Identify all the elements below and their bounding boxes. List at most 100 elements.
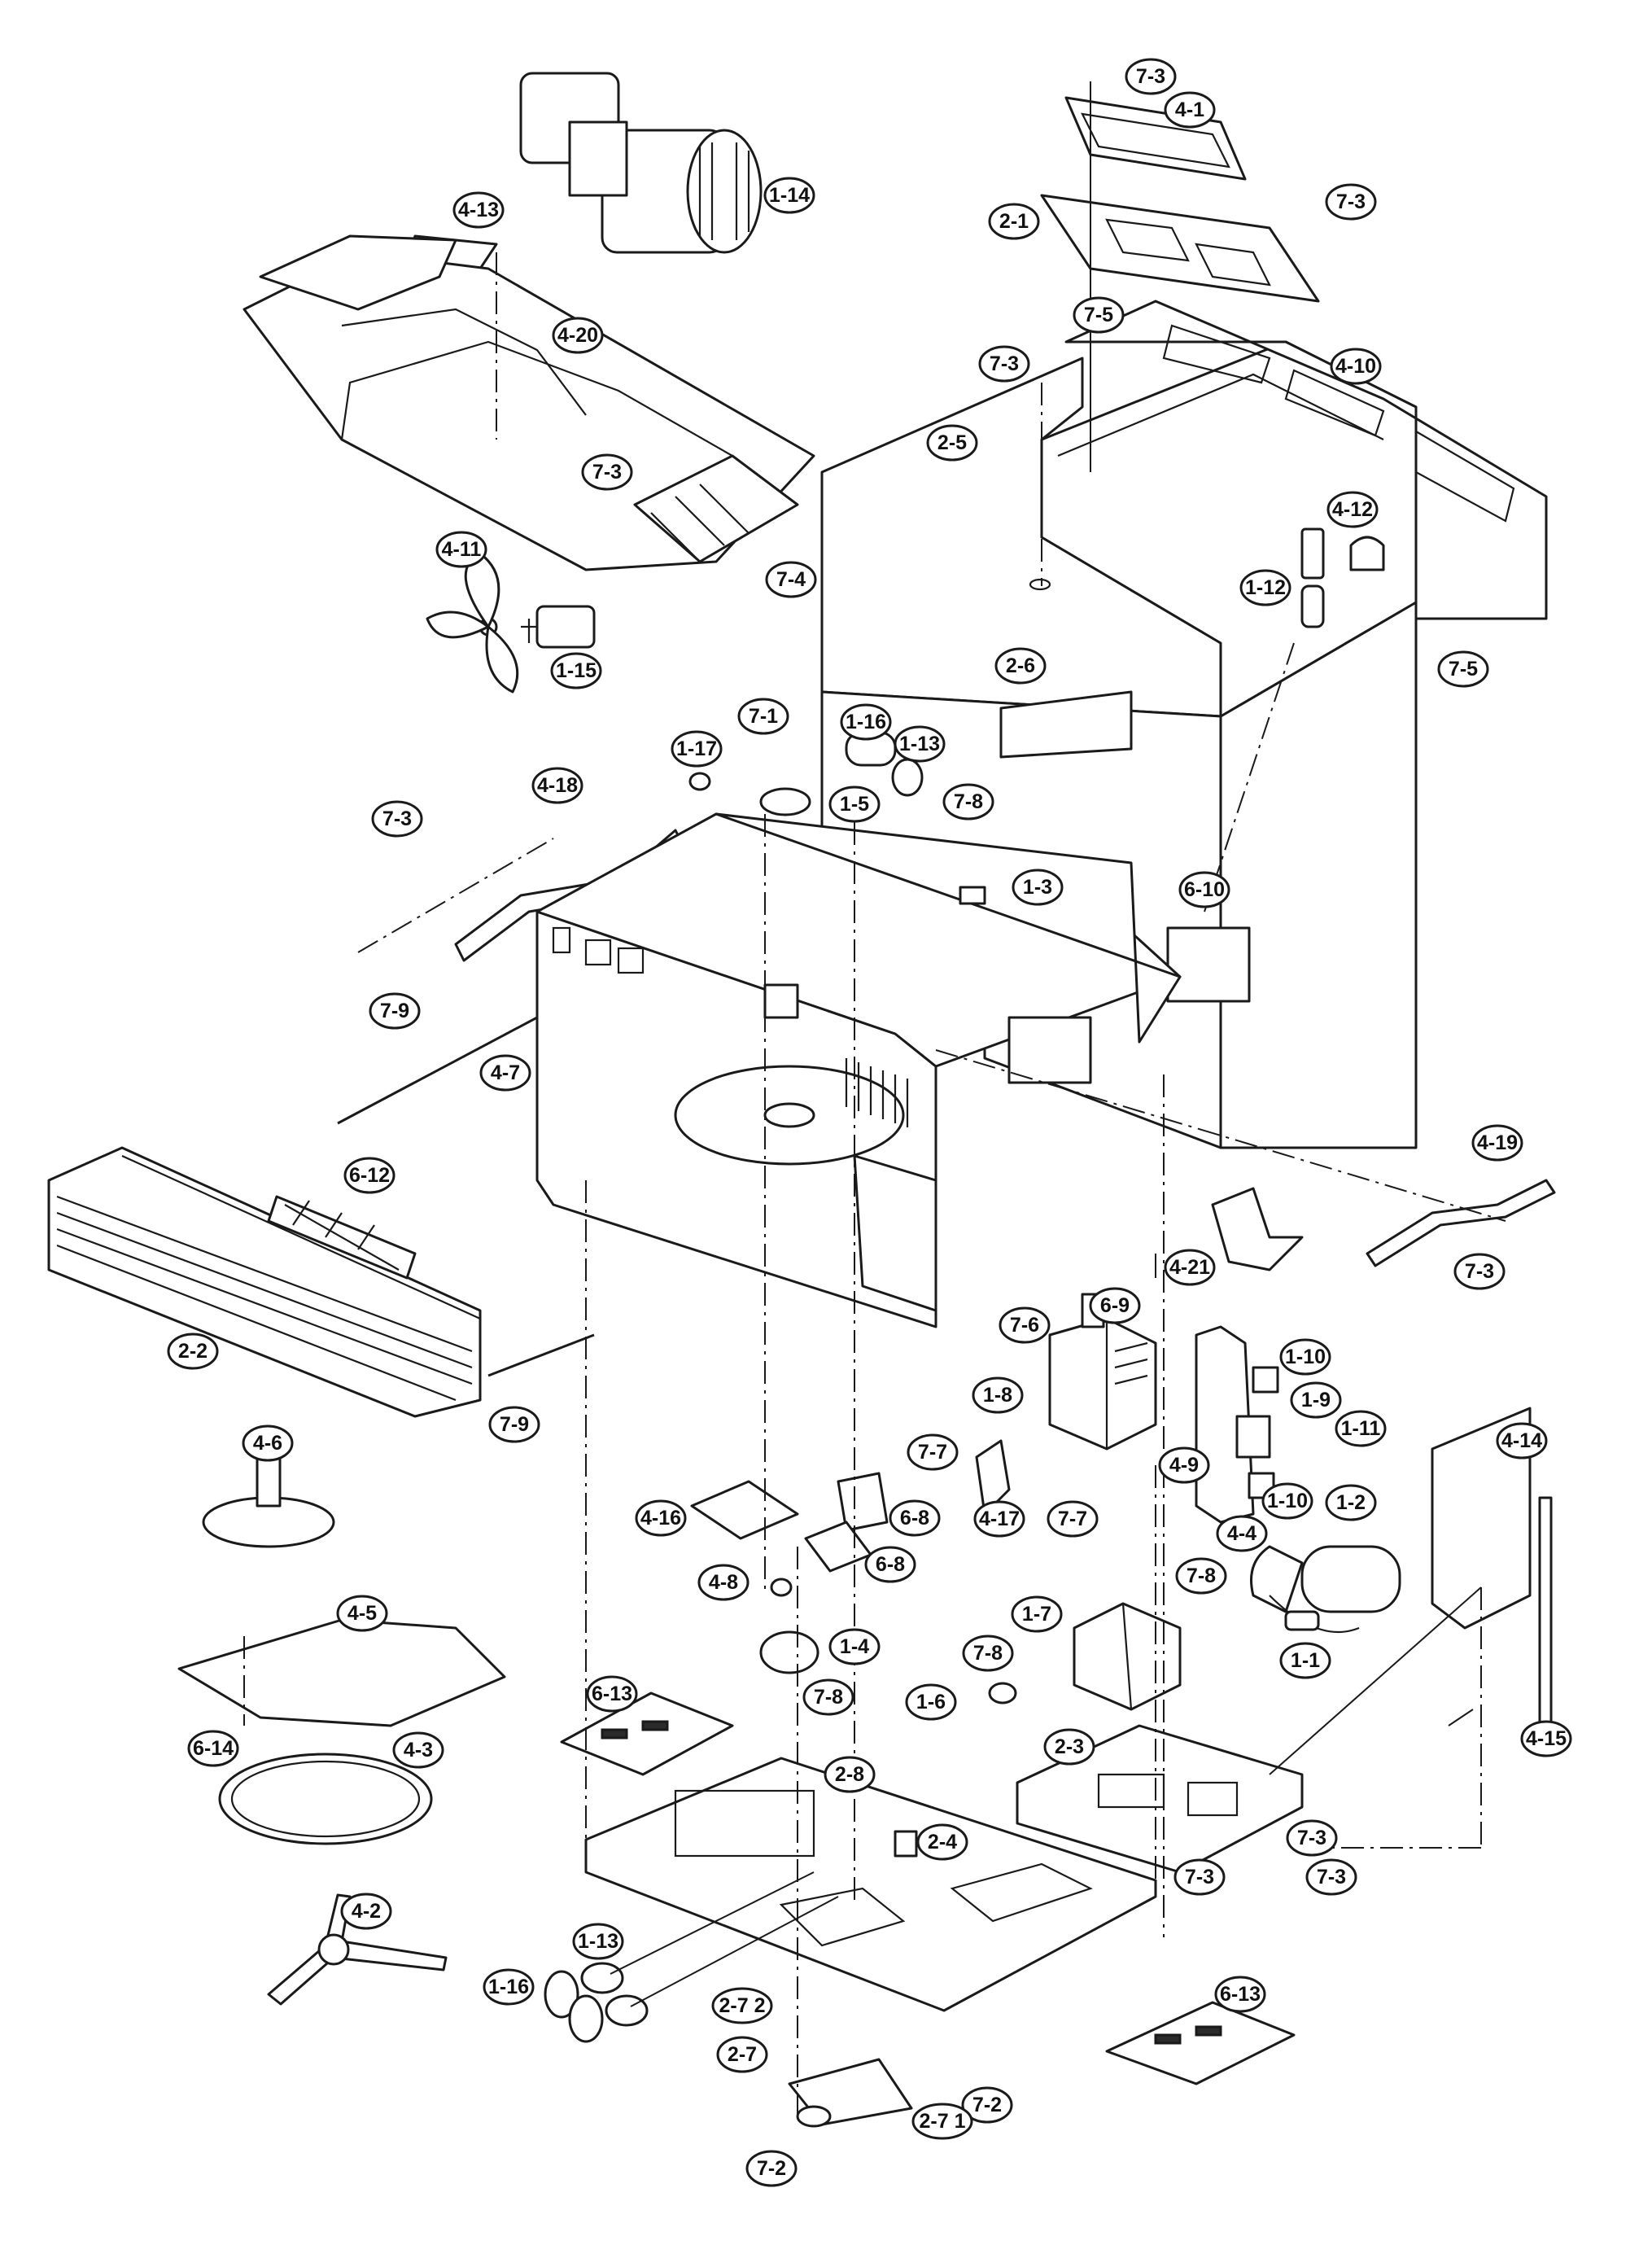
svg-text:4-3: 4-3 [404,1739,433,1761]
callout-7-8: 7-8 [1175,1557,1227,1595]
svg-text:4-5: 4-5 [347,1602,377,1625]
svg-text:7-8: 7-8 [954,790,983,813]
svg-text:1-10: 1-10 [1285,1346,1326,1368]
fan-blade-part [426,552,519,694]
callout-4-18: 4-18 [531,767,583,804]
callout-2-7: 2-7 [716,2036,768,2073]
svg-text:7-8: 7-8 [973,1642,1003,1665]
callout-4-1: 4-1 [1164,91,1216,129]
label-6-10-part [1166,926,1251,1003]
fuse-1-17-part [688,772,711,791]
svg-text:7-5: 7-5 [1084,304,1113,326]
sheet-4-5-part [177,1618,506,1727]
callout-7-1: 7-1 [737,698,789,735]
lamp-sockets-part [544,1962,649,2043]
svg-text:7-1: 7-1 [749,705,778,728]
svg-text:2-6: 2-6 [1006,654,1035,677]
svg-text:4-11: 4-11 [442,538,482,561]
svg-text:2-1: 2-1 [999,210,1029,233]
svg-text:1-13: 1-13 [578,1930,618,1953]
callout-6-14: 6-14 [187,1730,239,1767]
svg-text:4-17: 4-17 [979,1508,1020,1530]
svg-text:1-1: 1-1 [1291,1649,1320,1672]
callout-4-10: 4-10 [1330,348,1382,385]
svg-text:1-6: 1-6 [916,1691,946,1713]
svg-text:1-15: 1-15 [556,659,597,682]
callout-7-3: 7-3 [371,800,423,838]
callout-7-3: 7-3 [1125,58,1177,95]
svg-text:7-3: 7-3 [1317,1866,1346,1888]
svg-text:1-9: 1-9 [1301,1389,1331,1411]
callout-2-6: 2-6 [994,647,1047,685]
base-plate-part [1016,1724,1304,1874]
svg-text:7-8: 7-8 [1187,1564,1216,1587]
callout-1-12: 1-12 [1239,569,1291,606]
svg-text:6-14: 6-14 [193,1737,234,1760]
callout-4-14: 4-14 [1496,1422,1548,1459]
label-6-8-a-part [837,1472,889,1532]
svg-text:4-1: 4-1 [1175,98,1204,121]
callout-7-3: 7-3 [1173,1858,1226,1896]
fan-motor-part [521,605,596,649]
svg-text:7-2: 7-2 [972,2094,1002,2116]
svg-text:4-7: 4-7 [491,1061,520,1084]
callout-7-8: 7-8 [802,1678,854,1716]
callout-7-5: 7-5 [1073,296,1125,334]
callout-2-8: 2-8 [824,1756,876,1793]
callout-2-4: 2-4 [916,1823,968,1861]
svg-text:2-8: 2-8 [835,1763,864,1786]
top-bracket-part [1064,96,1247,181]
callout-1-11: 1-11 [1335,1410,1387,1447]
svg-text:1-13: 1-13 [899,733,940,755]
blower-motor-part [519,72,763,254]
callout-6-13: 6-13 [1214,1976,1266,2013]
svg-text:1-14: 1-14 [769,184,810,207]
svg-text:6-10: 6-10 [1184,878,1225,901]
svg-text:4-10: 4-10 [1335,355,1376,378]
svg-text:4-12: 4-12 [1332,498,1373,521]
clip-2-4-part [894,1830,918,1858]
svg-text:1-2: 1-2 [1336,1491,1366,1514]
svg-text:4-16: 4-16 [640,1507,681,1529]
callout-7-2: 7-2 [961,2086,1013,2124]
callout-7-8: 7-8 [942,783,994,821]
svg-text:7-4: 7-4 [776,568,806,591]
callout-1-5: 1-5 [828,786,881,823]
callout-4-12: 4-12 [1326,491,1379,528]
callout-1-2: 1-2 [1325,1484,1377,1521]
svg-text:7-3: 7-3 [382,807,412,830]
switch-1-3-part [959,886,986,905]
top-plate-part [1040,194,1320,303]
svg-text:7-3: 7-3 [1465,1260,1494,1283]
callout-4-5: 4-5 [336,1595,388,1632]
callout-2-3: 2-3 [1043,1728,1095,1766]
svg-text:6-8: 6-8 [900,1507,929,1529]
callout-7-4: 7-4 [765,561,817,598]
callout-1-13: 1-13 [572,1923,624,1960]
callout-2-7-1: 2-7 1 [911,2103,973,2140]
callout-2-2: 2-2 [167,1333,219,1370]
rod-7-9-a-part [337,1016,538,1125]
svg-text:7-3: 7-3 [1336,190,1366,213]
capacitor-part [1250,1545,1401,1634]
thermal-cutout-part [988,1682,1017,1705]
svg-text:6-12: 6-12 [349,1164,390,1187]
svg-text:4-19: 4-19 [1477,1131,1518,1154]
callout-7-3: 7-3 [1286,1819,1338,1857]
main-chassis-part [535,812,1182,1328]
callout-1-10: 1-10 [1261,1482,1313,1520]
callout-7-3: 7-3 [1453,1253,1506,1290]
svg-text:7-5: 7-5 [1449,658,1478,681]
svg-text:4-21: 4-21 [1169,1256,1210,1279]
turntable-support-part [202,1455,335,1548]
callout-7-3: 7-3 [581,453,633,491]
callout-7-2: 7-2 [745,2150,798,2187]
transformer-part [1073,1602,1182,1711]
svg-text:4-9: 4-9 [1169,1454,1199,1477]
svg-text:7-3: 7-3 [1185,1866,1214,1888]
bracket-4-21-part [1211,1187,1304,1271]
svg-text:1-4: 1-4 [840,1635,869,1658]
callout-4-8: 4-8 [697,1564,750,1601]
svg-text:1-10: 1-10 [1267,1490,1308,1512]
callout-4-2: 4-2 [340,1893,392,1930]
